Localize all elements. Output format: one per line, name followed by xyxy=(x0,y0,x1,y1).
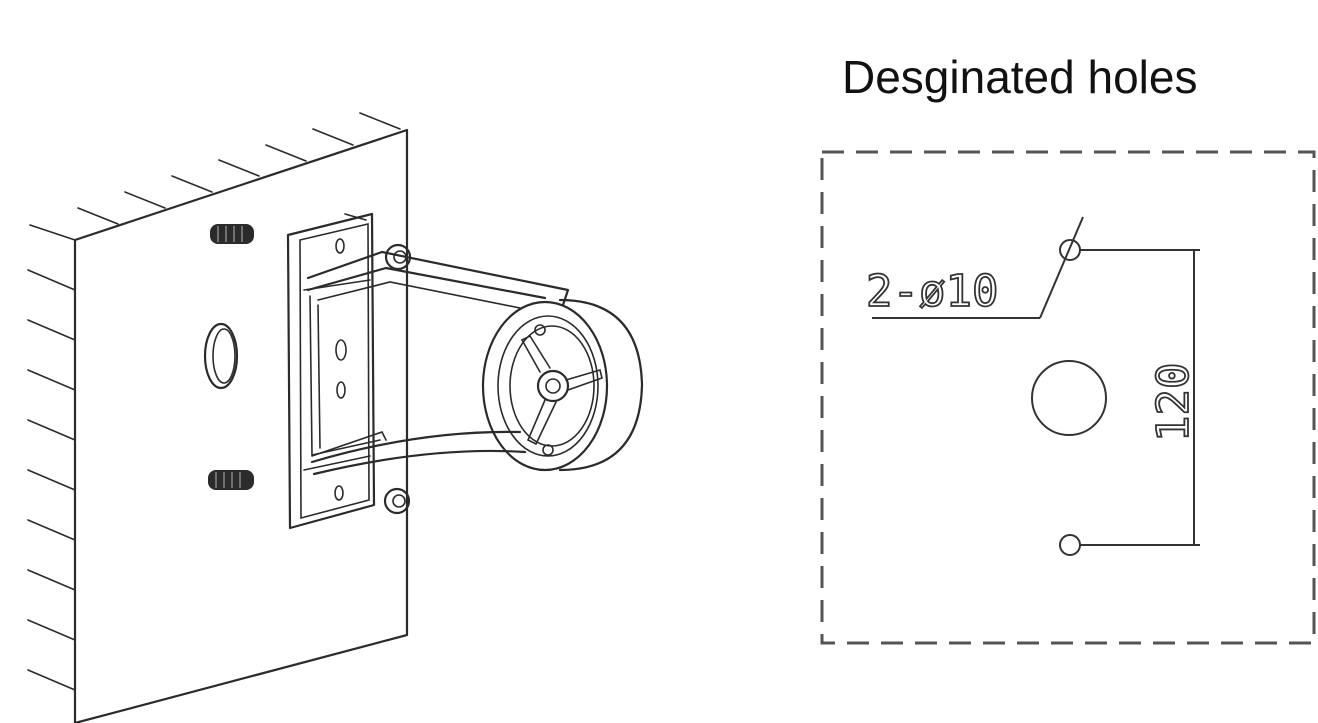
bracket-mount-disc xyxy=(481,298,644,472)
wall-screw-bottom xyxy=(208,470,254,490)
template-dashed-outline xyxy=(820,150,1316,645)
bracket-back-plate xyxy=(286,212,381,530)
wall-screw-top xyxy=(210,224,254,244)
wall-mount-illustration xyxy=(27,112,644,723)
spacing-dimension xyxy=(1080,249,1200,546)
wall-panel xyxy=(73,128,409,723)
hole-spec-label: 2-ø10 xyxy=(866,266,998,317)
template-title: Desginated holes xyxy=(842,51,1197,103)
bracket-arm xyxy=(306,250,570,476)
center-cable-hole xyxy=(1031,360,1107,436)
hole-template: Desginated holes 2-ø10 120 xyxy=(820,51,1316,645)
wall-side-hatching xyxy=(27,269,76,691)
spacing-label: 120 xyxy=(1148,363,1199,442)
hole-spec-leader xyxy=(872,216,1084,319)
bracket-nut-bottom xyxy=(383,487,411,515)
mounting-hole-bottom xyxy=(1059,534,1081,556)
wall-top-hatching xyxy=(29,112,401,241)
wall-cable-hole xyxy=(203,322,239,390)
